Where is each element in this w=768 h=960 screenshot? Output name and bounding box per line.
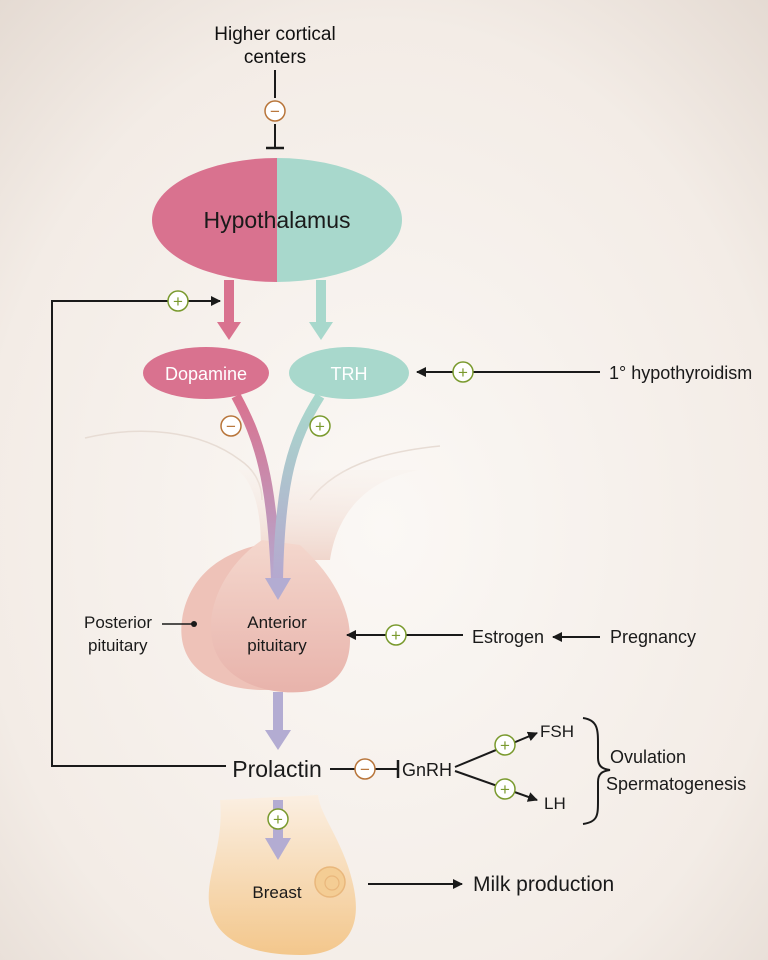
plus-sign-fsh-icon xyxy=(494,734,516,756)
trh-arrow-head xyxy=(309,322,333,340)
trh-oval xyxy=(289,347,409,399)
anterior-pituitary-label-line1: Anterior xyxy=(247,613,307,632)
dopamine-arrow-shaft xyxy=(224,280,234,324)
trh-arrow-shaft xyxy=(316,280,326,324)
estrogen-label: Estrogen xyxy=(472,627,544,647)
prolactin-feedback-loop xyxy=(51,296,226,767)
hypothalamus-left-half xyxy=(152,158,277,282)
plus-sign-trh: + xyxy=(315,417,325,436)
plus-sign-estrogen: + xyxy=(391,626,401,645)
plus-sign-breast-icon xyxy=(267,808,289,830)
anterior-pituitary-label-line2: pituitary xyxy=(247,636,307,655)
minus-sign-gnrh-icon xyxy=(354,758,376,780)
dopamine-label: Dopamine xyxy=(165,364,247,384)
gnrh-label: GnRH xyxy=(402,760,452,780)
higher-cortical-centers-line1: Higher cortical xyxy=(214,24,335,45)
plus-sign-feedback-icon xyxy=(167,290,189,312)
plus-sign-feedback: + xyxy=(173,292,183,311)
milk-production-label: Milk production xyxy=(473,873,614,896)
hypothalamus-right-half xyxy=(277,158,402,282)
trh-label: TRH xyxy=(331,364,368,384)
prolactin-label: Prolactin xyxy=(232,756,321,782)
posterior-pituitary-label-line1: Posterior xyxy=(84,613,152,632)
minus-sign-dopamine: − xyxy=(226,417,236,436)
breast-label: Breast xyxy=(252,883,301,902)
anterior-pituitary-lobe xyxy=(210,540,351,693)
plus-sign-lh-icon xyxy=(494,778,516,800)
pituitary-input-arrow-head xyxy=(265,578,291,600)
posterior-pituitary-label-line2: pituitary xyxy=(88,636,148,655)
pregnancy-label: Pregnancy xyxy=(610,627,696,647)
dopamine-arrow-head xyxy=(217,322,241,340)
areola-icon xyxy=(324,875,340,891)
minus-sign-dopamine-icon xyxy=(220,415,242,437)
fsh-label: FSH xyxy=(540,722,574,741)
lh-label: LH xyxy=(544,794,566,813)
plus-sign-lh: + xyxy=(500,780,510,799)
breast-arrow-head xyxy=(265,838,291,860)
dopamine-oval xyxy=(143,347,269,399)
nipple-icon xyxy=(314,866,346,898)
spermatogenesis-label: Spermatogenesis xyxy=(606,774,746,794)
plus-sign-hypothyroidism: + xyxy=(458,363,468,382)
prolactin-arrow-shaft xyxy=(273,692,283,732)
primary-hypothyroidism-label: 1° hypothyroidism xyxy=(609,363,752,383)
breast-shape xyxy=(208,795,356,955)
plus-sign-fsh: + xyxy=(500,736,510,755)
minus-sign-cortical-icon xyxy=(264,100,286,122)
minus-sign-gnrh: − xyxy=(360,760,370,779)
minus-sign-cortical: − xyxy=(270,102,280,121)
plus-sign-estrogen-icon xyxy=(385,624,407,646)
brace-icon xyxy=(582,717,611,825)
plus-sign-trh-icon xyxy=(309,415,331,437)
hypothalamus-label: Hypothalamus xyxy=(203,207,350,233)
higher-cortical-centers-line2: centers xyxy=(244,47,306,68)
trh-to-pituitary-path xyxy=(273,393,325,581)
plus-sign-hypothyroidism-icon xyxy=(452,361,474,383)
ovulation-label: Ovulation xyxy=(610,747,686,767)
plus-sign-breast: + xyxy=(273,810,283,829)
posterior-pituitary-pointer-dot xyxy=(191,621,197,627)
prolactin-arrow-head xyxy=(265,730,291,750)
